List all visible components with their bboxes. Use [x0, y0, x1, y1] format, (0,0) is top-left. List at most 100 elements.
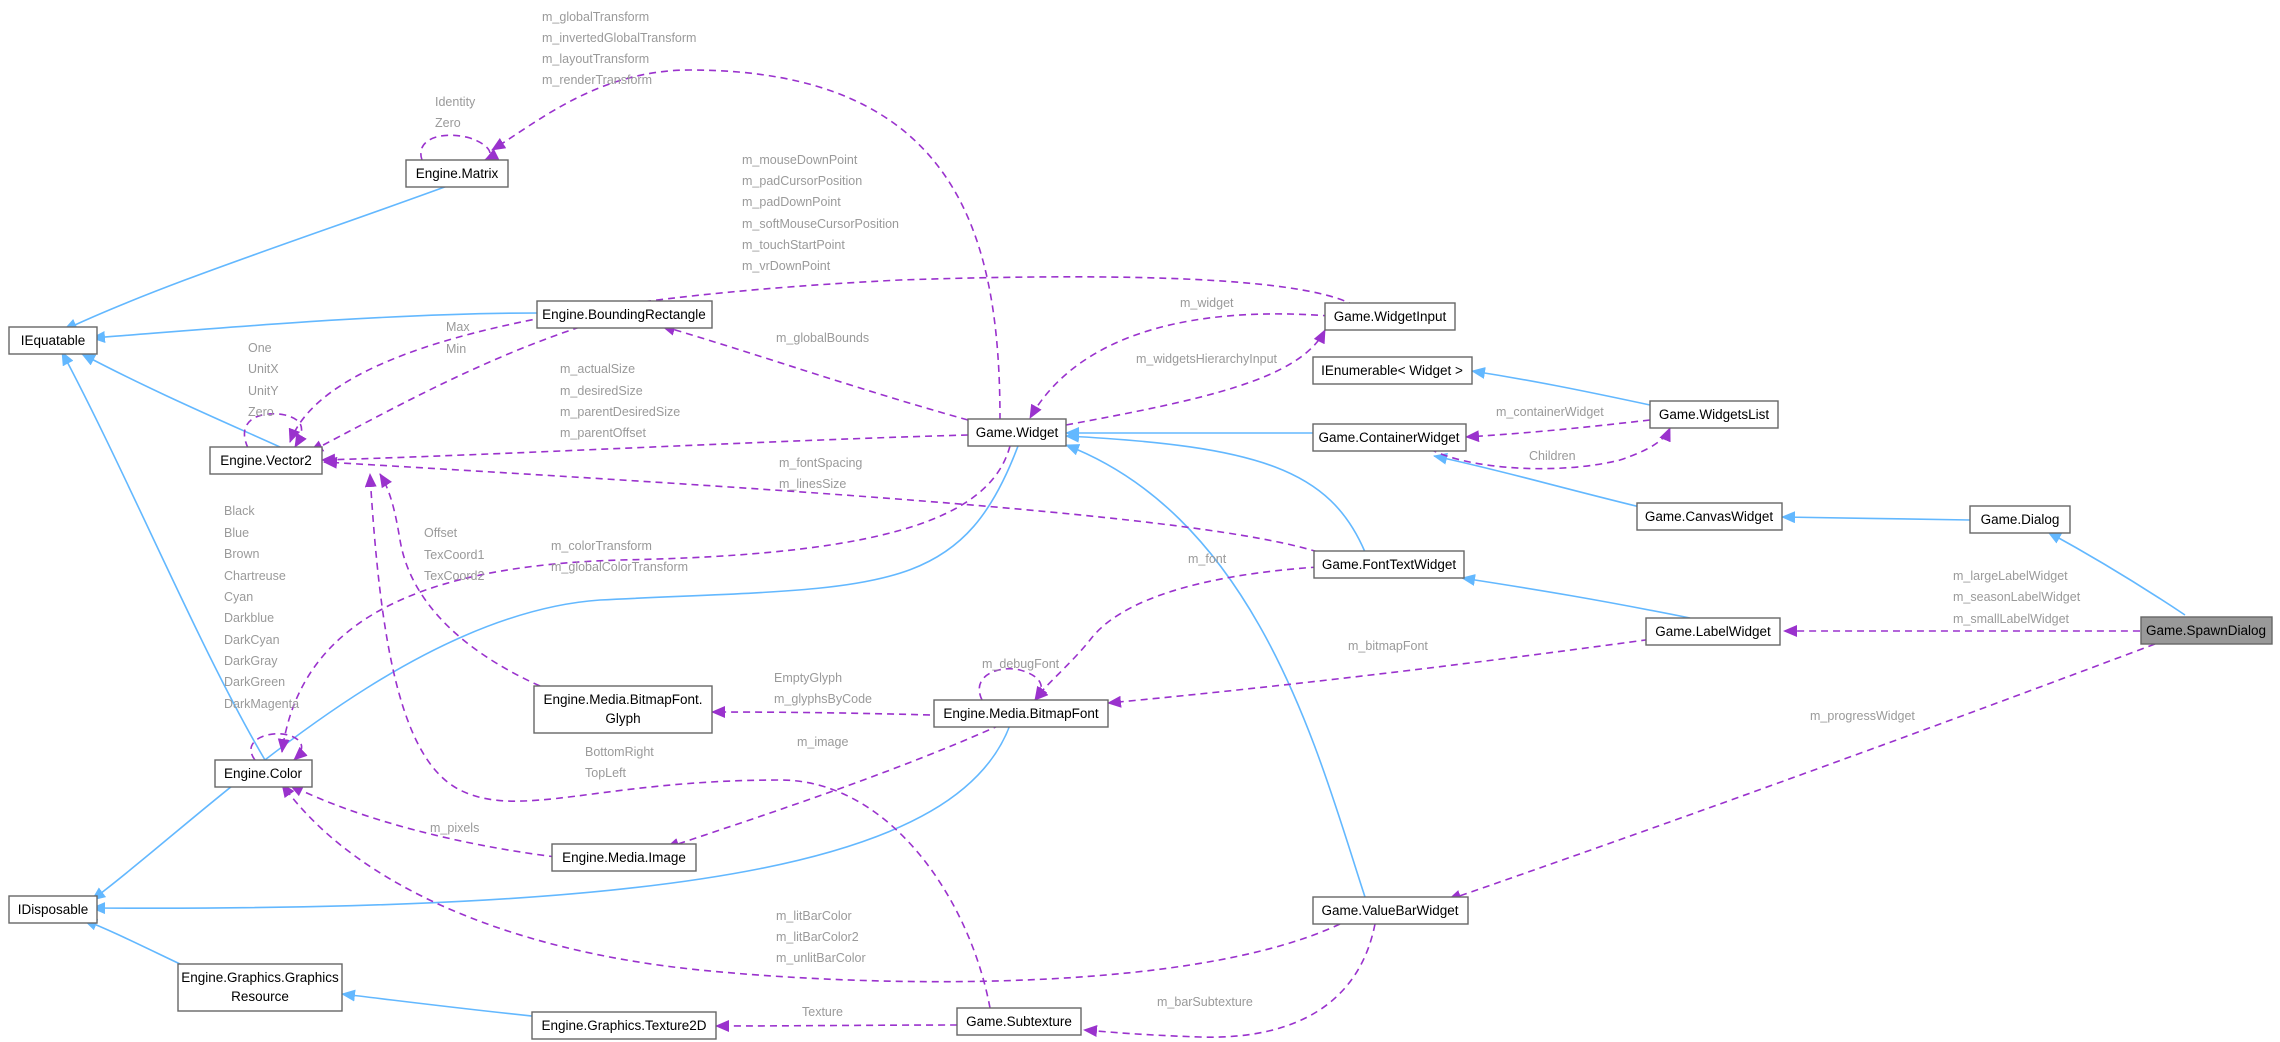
- label-matrix-self-1: Zero: [435, 116, 461, 130]
- label-widget-vector2-0: m_actualSize: [560, 362, 635, 376]
- label-vector2-self-0: One: [248, 341, 272, 355]
- label-subtexture-vector2-0: BottomRight: [585, 745, 654, 759]
- node-font-text-widget-label: Game.FontTextWidget: [1322, 557, 1457, 572]
- node-ienumerable-widget[interactable]: IEnumerable< Widget >: [1312, 356, 1473, 385]
- edge-canvas-container: [1433, 452, 1641, 508]
- node-game-subtexture[interactable]: Game.Subtexture: [956, 1007, 1082, 1036]
- label-subtexture-texture2d-0: Texture: [802, 1005, 843, 1019]
- edge-font-text-widget: [1065, 430, 1366, 553]
- edge-widget-bounding-rectangle: [661, 323, 969, 421]
- node-game-dialog[interactable]: Game.Dialog: [1969, 505, 2071, 534]
- node-iequatable-label: IEquatable: [21, 333, 86, 348]
- label-container-widgets-list-0: Children: [1529, 449, 1576, 463]
- node-iequatable[interactable]: IEquatable: [8, 326, 98, 355]
- label-widget-matrix-2: m_layoutTransform: [542, 52, 649, 66]
- edge-spawn-dialog-value-bar: [1447, 643, 2156, 902]
- label-vector2-self-1: UnitX: [248, 362, 279, 376]
- label-subtexture-vector2-1: TopLeft: [585, 766, 627, 780]
- node-idisposable-label: IDisposable: [18, 902, 89, 917]
- node-engine-matrix[interactable]: Engine.Matrix: [405, 159, 509, 188]
- edge-value-bar-widget: [1065, 444, 1366, 898]
- label-glyph-vector2-0: Offset: [424, 526, 458, 540]
- label-vector2-self-3: Zero: [248, 405, 274, 419]
- edge-bounding-rectangle-vector2: [309, 326, 581, 453]
- label-color-self-0: Black: [224, 504, 255, 518]
- node-game-widget-input[interactable]: Game.WidgetInput: [1324, 302, 1456, 331]
- label-widget-matrix-1: m_invertedGlobalTransform: [542, 31, 696, 45]
- node-game-canvas-widget[interactable]: Game.CanvasWidget: [1636, 502, 1783, 531]
- label-widget-input-vector2-2: m_padDownPoint: [742, 195, 841, 209]
- label-color-self-2: Brown: [224, 547, 259, 561]
- node-value-bar-widget-label: Game.ValueBarWidget: [1321, 903, 1458, 918]
- label-widget-matrix-0: m_globalTransform: [542, 10, 649, 24]
- node-canvas-widget-label: Game.CanvasWidget: [1645, 509, 1774, 524]
- node-engine-graphics-resource[interactable]: Engine.Graphics.Graphics Resource: [177, 963, 343, 1012]
- edge-font-text-widget-bitmapfont: [1034, 566, 1319, 701]
- label-glyph-vector2-1: TexCoord1: [424, 548, 484, 562]
- edge-image-color: [289, 784, 557, 858]
- node-texture2d-label: Engine.Graphics.Texture2D: [541, 1018, 706, 1033]
- node-subtexture-label: Game.Subtexture: [966, 1014, 1072, 1029]
- edge-font-text-widget-vector2: [323, 456, 1319, 553]
- edge-container-widgets-list: [1429, 427, 1671, 470]
- edge-graphics-resource-idisposable: [83, 919, 181, 965]
- label-color-self-8: DarkGreen: [224, 675, 285, 689]
- edge-labels: m_globalTransform m_invertedGlobalTransf…: [224, 10, 2081, 1019]
- edge-matrix-self: [420, 134, 500, 161]
- label-spawn-dialog-label-widget-0: m_largeLabelWidget: [1953, 569, 2068, 583]
- edge-widget-color: [277, 445, 1011, 753]
- label-widgets-list-container-0: m_containerWidget: [1496, 405, 1604, 419]
- label-color-self-5: Darkblue: [224, 611, 274, 625]
- node-idisposable[interactable]: IDisposable: [8, 895, 98, 924]
- node-engine-graphics-texture2d[interactable]: Engine.Graphics.Texture2D: [531, 1011, 717, 1040]
- edge-spawn-dialog-dialog: [2047, 531, 2186, 616]
- node-engine-vector2[interactable]: Engine.Vector2: [209, 446, 323, 475]
- label-widget-bounding-rectangle-0: m_globalBounds: [776, 331, 869, 345]
- label-color-self-7: DarkGray: [224, 654, 278, 668]
- edge-widget-input-widget: [1029, 313, 1331, 419]
- node-game-value-bar-widget[interactable]: Game.ValueBarWidget: [1312, 896, 1469, 925]
- label-widget-vector2-2: m_parentDesiredSize: [560, 405, 680, 419]
- edge-widgets-list-container: [1465, 419, 1651, 443]
- node-game-label-widget[interactable]: Game.LabelWidget: [1645, 617, 1781, 646]
- label-widget-color-1: m_globalColorTransform: [551, 560, 688, 574]
- node-game-widget[interactable]: Game.Widget: [967, 418, 1067, 447]
- edge-widget-idisposable: [91, 445, 1019, 901]
- edge-widget-input-vector2: [288, 276, 1356, 443]
- node-widget-input-label: Game.WidgetInput: [1334, 309, 1447, 324]
- edge-widget-widget-input: [1065, 329, 1326, 426]
- edge-dialog-canvas: [1781, 511, 1971, 524]
- label-label-widget-bitmapfont-0: m_bitmapFont: [1348, 639, 1428, 653]
- label-value-bar-color-2: m_unlitBarColor: [776, 951, 866, 965]
- node-engine-vector2-label: Engine.Vector2: [220, 453, 312, 468]
- label-widget-vector2-1: m_desiredSize: [560, 384, 643, 398]
- node-engine-color[interactable]: Engine.Color: [214, 759, 313, 788]
- edge-widget-vector2: [321, 434, 969, 466]
- edge-bitmapfont-idisposable: [91, 724, 1011, 915]
- node-game-widgets-list[interactable]: Game.WidgetsList: [1649, 400, 1779, 429]
- label-bounding-rectangle-vector2-1: Min: [446, 342, 466, 356]
- label-spawn-dialog-label-widget-1: m_seasonLabelWidget: [1953, 590, 2081, 604]
- node-widgets-list-label: Game.WidgetsList: [1659, 407, 1770, 422]
- node-game-spawn-dialog[interactable]: Game.SpawnDialog: [2140, 616, 2273, 645]
- edge-bounding-rectangle-iequatable: [91, 312, 541, 344]
- edge-value-bar-color: [281, 783, 1341, 983]
- label-widget-vector2-3: m_parentOffset: [560, 426, 646, 440]
- node-game-container-widget[interactable]: Game.ContainerWidget: [1312, 423, 1467, 452]
- label-bitmapfont-self-0: m_debugFont: [982, 657, 1060, 671]
- inheritance-edges: [61, 173, 2186, 1021]
- edge-widget-matrix: [491, 69, 1001, 421]
- node-engine-media-bitmapfont[interactable]: Engine.Media.BitmapFont: [933, 699, 1109, 728]
- node-engine-bounding-rectangle[interactable]: Engine.BoundingRectangle: [536, 300, 713, 329]
- node-engine-media-image[interactable]: Engine.Media.Image: [551, 843, 697, 872]
- label-color-self-1: Blue: [224, 526, 249, 540]
- node-game-font-text-widget[interactable]: Game.FontTextWidget: [1313, 550, 1465, 579]
- node-bitmapfont-glyph[interactable]: Engine.Media.BitmapFont. Glyph: [533, 685, 713, 734]
- edge-matrix-iequatable: [63, 173, 481, 331]
- label-font-text-widget-vector2-0: m_fontSpacing: [779, 456, 862, 470]
- label-bounding-rectangle-vector2-0: Max: [446, 320, 470, 334]
- edge-value-bar-subtexture: [1083, 923, 1376, 1038]
- edge-vector2-iequatable: [81, 353, 281, 448]
- edge-label-widget-bitmapfont: [1107, 637, 1661, 708]
- node-game-widget-label: Game.Widget: [976, 425, 1059, 440]
